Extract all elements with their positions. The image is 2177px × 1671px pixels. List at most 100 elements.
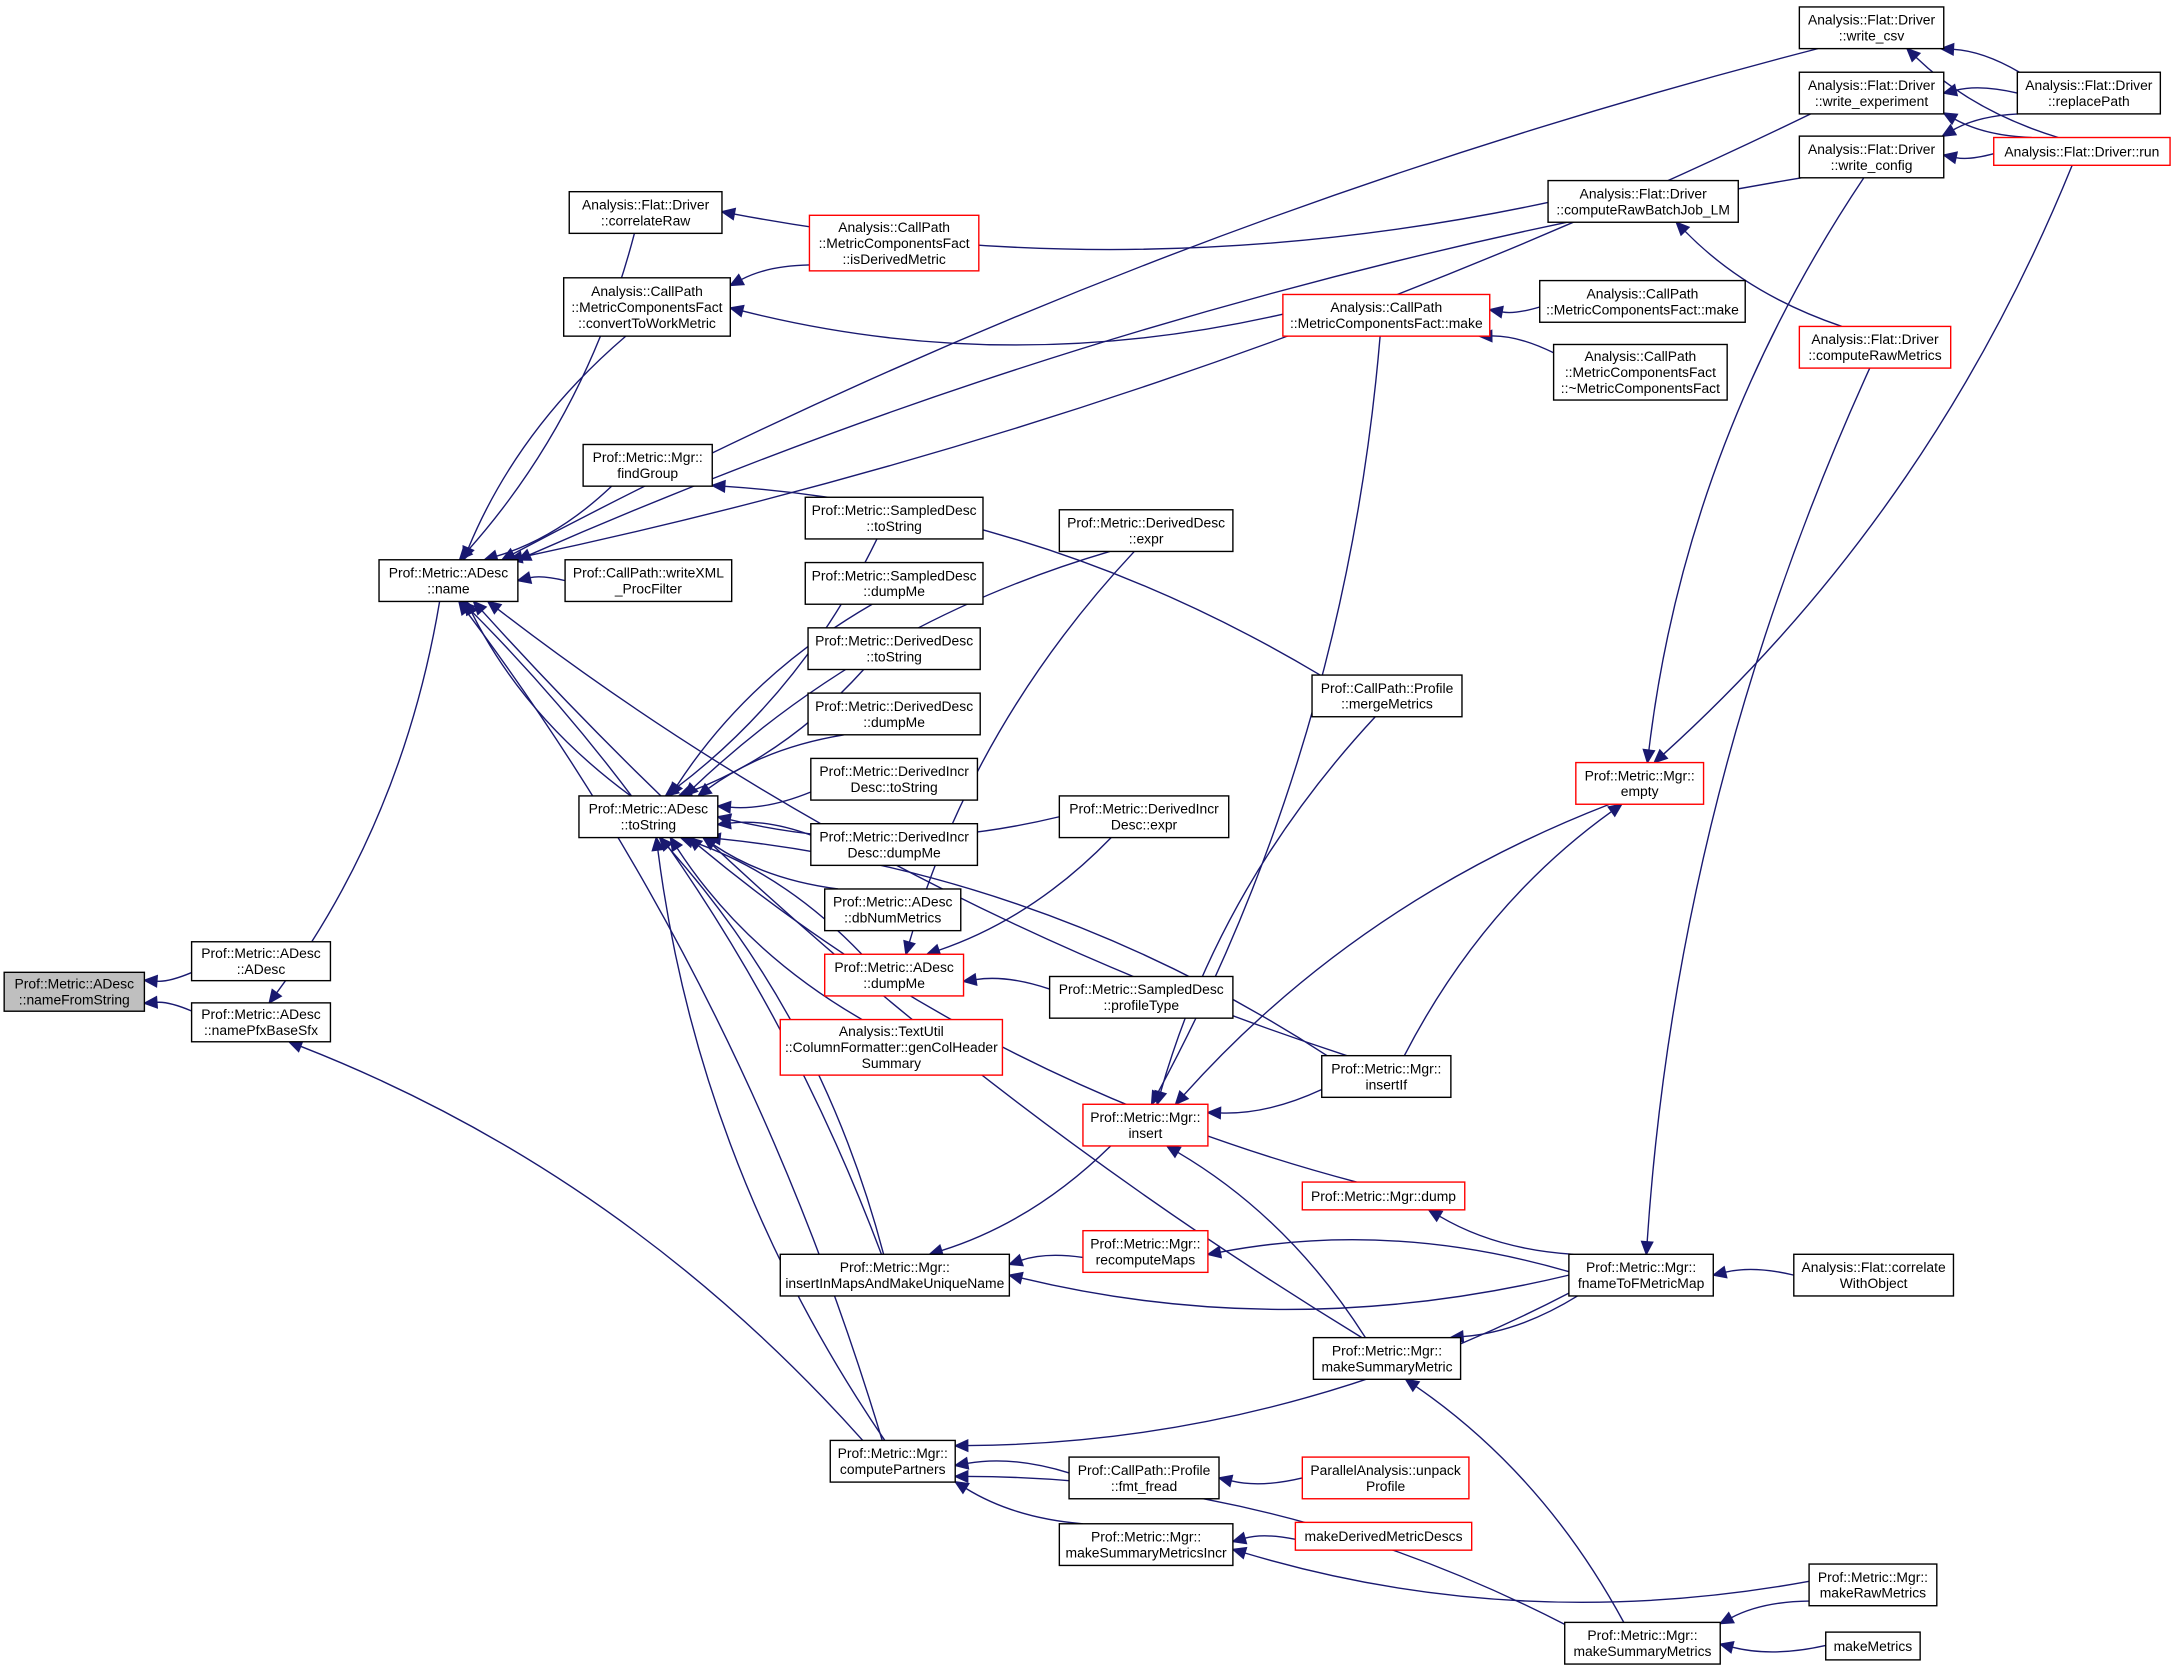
arrowhead-icon <box>658 836 674 852</box>
graph-node-converttoworkmetric[interactable]: Analysis::CallPath::MetricComponentsFact… <box>562 277 731 337</box>
node-label-line: Profile <box>1366 1478 1406 1494</box>
node-label-line: Prof::Metric::ADesc <box>833 894 953 910</box>
node-label-line: fnameToFMetricMap <box>1578 1275 1705 1291</box>
arrowhead-icon <box>953 1438 969 1453</box>
edge-line <box>967 1460 1070 1474</box>
graph-node-computerawmetrics[interactable]: Analysis::Flat::Driver::computeRawMetric… <box>1798 325 1952 369</box>
node-box <box>829 1439 956 1483</box>
node-box <box>824 953 965 997</box>
graph-node-mgr-insert[interactable]: Prof::Metric::Mgr::insert <box>1082 1103 1209 1147</box>
edge-line <box>967 1292 1570 1447</box>
call-edge <box>1939 42 2020 73</box>
graph-node-sampled-tostring[interactable]: Prof::Metric::SampledDesc::toString <box>804 496 984 540</box>
call-edge <box>1488 305 1540 319</box>
edge-line <box>713 844 839 890</box>
node-label-line: Prof::Metric::Mgr:: <box>838 1445 948 1461</box>
arrowhead-icon <box>1217 1474 1234 1488</box>
call-edge <box>1427 1208 1574 1255</box>
graph-node-insertinmaps[interactable]: Prof::Metric::Mgr::insertInMapsAndMakeUn… <box>779 1253 1011 1297</box>
graph-node-mcf-make[interactable]: Analysis::CallPath::MetricComponentsFact… <box>1282 293 1491 337</box>
edge-line <box>975 977 1050 990</box>
node-label-line: ::toString <box>621 817 677 833</box>
node-label-line: ParallelAnalysis::unpack <box>1310 1462 1460 1478</box>
arrowhead-icon <box>953 1469 969 1484</box>
graph-node-makesummarymetrics[interactable]: Prof::Metric::Mgr::makeSummaryMetrics <box>1564 1621 1721 1665</box>
graph-node-mcf-make2[interactable]: Analysis::CallPath::MetricComponentsFact… <box>1539 279 1746 323</box>
graph-node-dbnummetrics[interactable]: Prof::Metric::ADesc::dbNumMetrics <box>824 888 962 932</box>
graph-node-profiletype[interactable]: Prof::Metric::SampledDesc::profileType <box>1048 975 1234 1019</box>
node-box <box>578 795 719 839</box>
node-label-line: Prof::Metric::Mgr:: <box>593 449 703 465</box>
graph-node-tostring[interactable]: Prof::Metric::ADesc::toString <box>578 795 719 839</box>
graph-node-makemetrics[interactable]: makeMetrics <box>1825 1631 1921 1661</box>
graph-node-mergemetrics[interactable]: Prof::CallPath::Profile::mergeMetrics <box>1311 674 1463 718</box>
graph-node-isderivedmetric[interactable]: Analysis::CallPath::MetricComponentsFact… <box>808 214 980 272</box>
graph-node-driver-run[interactable]: Analysis::Flat::Driver::run <box>1993 136 2171 166</box>
node-label-line: ::expr <box>1129 530 1164 546</box>
graph-node-makesummarymetricsincr[interactable]: Prof::Metric::Mgr::makeSummaryMetricsInc… <box>1058 1523 1234 1567</box>
graph-node-writexml-procfilter[interactable]: Prof::CallPath::writeXML_ProcFilter <box>564 559 733 603</box>
graph-node-computerawbatchjob-lm[interactable]: Analysis::Flat::Driver::computeRawBatchJ… <box>1547 179 1739 223</box>
graph-node-makesummarymetric[interactable]: Prof::Metric::Mgr::makeSummaryMetric <box>1312 1336 1462 1380</box>
graph-node-adesc-ctor[interactable]: Prof::Metric::ADesc::ADesc <box>190 941 332 982</box>
call-edge <box>953 1469 1566 1625</box>
node-label-line: insert <box>1128 1125 1162 1141</box>
graph-node-insertif[interactable]: Prof::Metric::Mgr::insertIf <box>1321 1054 1452 1099</box>
node-label-line: Analysis::Flat::Driver <box>1808 12 1936 28</box>
node-label-line: ::MetricComponentsFact <box>819 235 970 251</box>
graph-node-adesc-dumpme[interactable]: Prof::Metric::ADesc::dumpMe <box>824 953 965 997</box>
edge-line <box>470 609 883 1255</box>
edge-line <box>1439 1215 1574 1255</box>
graph-node-mgr-dump[interactable]: Prof::Metric::Mgr::dump <box>1301 1181 1466 1211</box>
graph-node-mcf-dtor[interactable]: Analysis::CallPath::MetricComponentsFact… <box>1552 343 1728 401</box>
node-label-line: ::ADesc <box>237 961 286 977</box>
graph-node-fmt-fread[interactable]: Prof::CallPath::Profile::fmt_fread <box>1068 1456 1220 1500</box>
graph-node-mgr-empty[interactable]: Prof::Metric::Mgr::empty <box>1575 761 1705 805</box>
arrowhead-icon <box>1939 42 1955 56</box>
graph-node-recomputemaps[interactable]: Prof::Metric::Mgr::recomputeMaps <box>1082 1229 1209 1274</box>
call-edge <box>953 1292 1570 1453</box>
graph-node-sampled-dumpme[interactable]: Prof::Metric::SampledDesc::dumpMe <box>804 561 984 605</box>
graph-node-write-csv[interactable]: Analysis::Flat::Driver::write_csv <box>1798 6 1945 50</box>
graph-node-derived-dumpme[interactable]: Prof::Metric::DerivedDesc::dumpMe <box>807 692 981 736</box>
graph-node-fnametofmetricmap[interactable]: Prof::Metric::Mgr::fnameToFMetricMap <box>1568 1253 1714 1297</box>
arrowhead-icon <box>1607 803 1624 818</box>
arrowhead-icon <box>728 273 746 287</box>
graph-node-correlateraw[interactable]: Analysis::Flat::Driver::correlateRaw <box>568 190 723 235</box>
call-edge <box>1942 151 1994 165</box>
graph-node-findgroup[interactable]: Prof::Metric::Mgr::findGroup <box>582 443 713 487</box>
call-edge <box>1007 1271 1570 1311</box>
node-label-line: Prof::Metric::Mgr::dump <box>1311 1188 1456 1204</box>
call-edge <box>482 485 613 563</box>
node-label-line: Analysis::Flat::correlate <box>1802 1259 1946 1275</box>
arrowhead-icon <box>903 939 916 956</box>
node-label-line: ::write_csv <box>1839 28 1905 44</box>
node-label-line: Prof::Metric::ADesc <box>834 959 954 975</box>
graph-node-write-config[interactable]: Analysis::Flat::Driver::write_config <box>1798 135 1945 179</box>
edge-line <box>908 550 1135 943</box>
call-edge <box>1231 1531 1296 1545</box>
graph-node-write-experiment[interactable]: Analysis::Flat::Driver::write_experiment <box>1798 71 1945 115</box>
arrowhead-icon <box>1942 83 1959 97</box>
call-edge <box>1404 1378 1625 1623</box>
graph-node-makerawmetrics[interactable]: Prof::Metric::Mgr::makeRawMetrics <box>1808 1563 1938 1607</box>
arrowhead-icon <box>268 988 283 1005</box>
graph-node-computepartners[interactable]: Prof::Metric::Mgr::computePartners <box>829 1439 956 1483</box>
node-label-line: ::replacePath <box>2048 93 2130 109</box>
node-label-line: ::ColumnFormatter::genColHeader <box>785 1039 998 1055</box>
graph-node-derived-tostring[interactable]: Prof::Metric::DerivedDesc::toString <box>807 627 981 671</box>
graph-node-gencolheadersummary[interactable]: Analysis::TextUtil::ColumnFormatter::gen… <box>779 1018 1004 1076</box>
graph-node-makederivedmetricdescs[interactable]: makeDerivedMetricDescs <box>1294 1521 1473 1551</box>
graph-node-namepfxbasesfx[interactable]: Prof::Metric::ADesc::namePfxBaseSfx <box>190 1002 332 1043</box>
graph-node-derived-expr[interactable]: Prof::Metric::DerivedDesc::expr <box>1058 509 1234 553</box>
graph-node-name[interactable]: Prof::Metric::ADesc::name <box>378 559 519 603</box>
node-box <box>582 443 713 487</box>
arrowhead-icon <box>472 600 488 616</box>
graph-node-replacepath[interactable]: Analysis::Flat::Driver::replacePath <box>2016 71 2162 115</box>
node-label-line: Prof::CallPath::Profile <box>1321 680 1454 696</box>
